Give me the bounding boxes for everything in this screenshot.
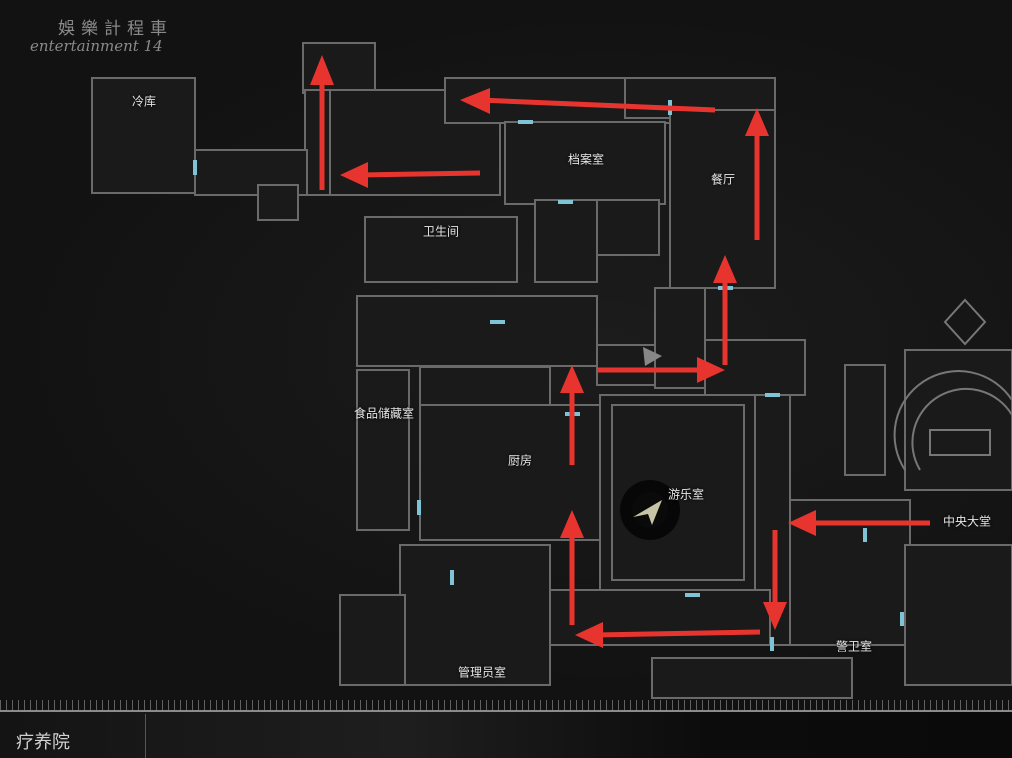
ruler-divider xyxy=(0,700,1012,712)
room-label-archive[interactable]: 档案室 xyxy=(567,152,605,167)
central-hall-ornament xyxy=(893,298,1012,471)
floor-plan xyxy=(91,42,1012,699)
room-label-central-hall[interactable]: 中央大堂 xyxy=(942,514,992,529)
room-label-game-room[interactable]: 游乐室 xyxy=(667,487,705,502)
route-arrow xyxy=(594,629,761,638)
divider xyxy=(145,714,146,758)
area-bar: 疗养院 xyxy=(0,712,1012,758)
room-label-kitchen[interactable]: 厨房 xyxy=(507,453,533,468)
route-arrow xyxy=(359,170,481,178)
room-label-restroom[interactable]: 卫生间 xyxy=(422,224,460,239)
room-walls xyxy=(91,42,1012,699)
room-label-admin-room[interactable]: 管理员室 xyxy=(457,665,507,680)
cursor-icon xyxy=(643,347,662,366)
map-view[interactable]: 娛樂計程車 entertainment 14 冷库 档案室 餐厅 卫生间 食品储… xyxy=(0,0,1012,700)
route-arrows xyxy=(310,55,930,648)
area-name: 疗养院 xyxy=(16,732,70,753)
route-arrow xyxy=(479,97,716,113)
room-label-guard-room[interactable]: 警卫室 xyxy=(835,639,873,654)
logo-chinese: 娛樂計程車 xyxy=(58,19,173,39)
room-label-pantry[interactable]: 食品储藏室 xyxy=(353,406,415,421)
logo-watermark: 娛樂計程車 entertainment 14 xyxy=(30,14,173,55)
logo-english: entertainment 14 xyxy=(30,37,163,55)
room-label-cold-storage[interactable]: 冷库 xyxy=(131,94,157,109)
player-location-icon xyxy=(620,480,680,540)
room-label-dining[interactable]: 餐厅 xyxy=(710,172,736,187)
